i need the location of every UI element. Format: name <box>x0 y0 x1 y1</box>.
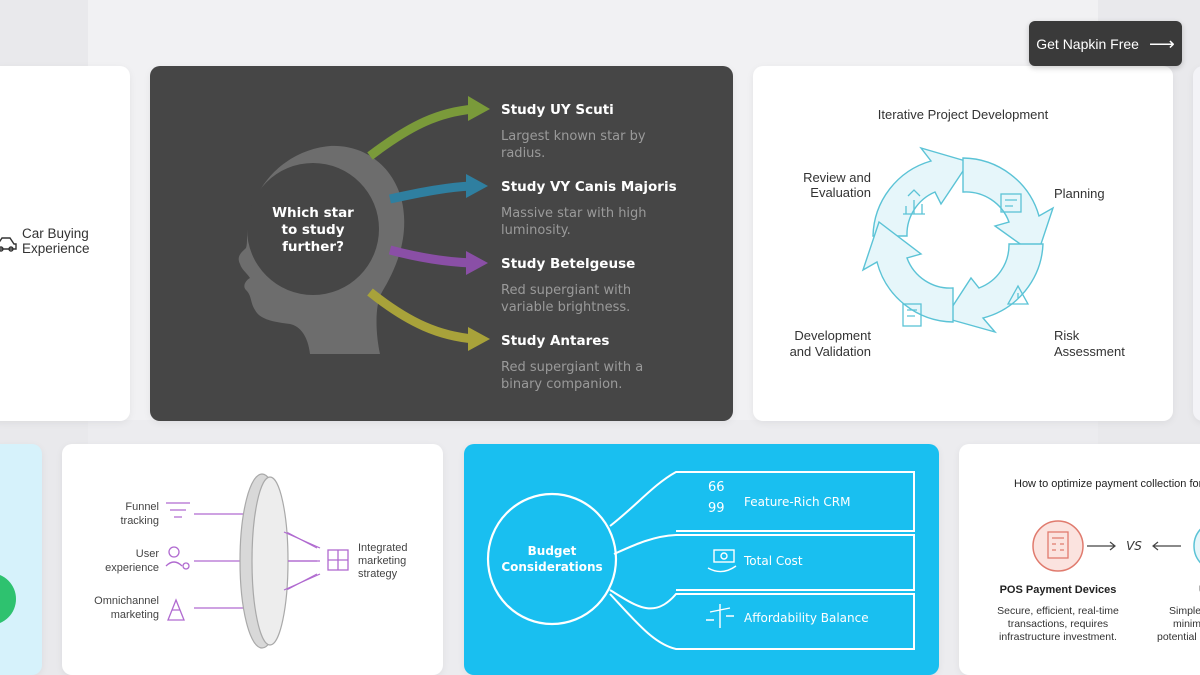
green-indicator <box>0 575 16 623</box>
star-study-canvas: Which star to study further? Study UY Sc… <box>238 96 677 392</box>
upi-desc-3: potential <box>1157 631 1197 643</box>
arrow-head-antares <box>468 327 490 351</box>
cycle-title: Iterative Project Development <box>878 107 1049 122</box>
input-omni-label-2: marketing <box>111 609 159 621</box>
payment-title: How to optimize payment collection for <box>1014 478 1200 490</box>
pos-desc-2: transactions, requires <box>1008 618 1108 630</box>
arrow-vy-canis <box>389 181 473 204</box>
option-4-title: Study Antares <box>501 333 609 349</box>
option-2-title: Study VY Canis Majoris <box>501 179 677 195</box>
connector-lines-front <box>283 531 321 591</box>
stage-review-label-1: Review and <box>803 170 871 185</box>
car-buying-label-1: Car Buying <box>22 226 89 241</box>
upi-desc-1: Simple <box>1169 605 1200 617</box>
input-omni-label-1: Omnichannel <box>94 595 159 607</box>
arrow-head-betelgeuse <box>466 251 488 275</box>
stage-review-label-2: Evaluation <box>810 185 871 200</box>
compare-arrows <box>1087 541 1181 551</box>
input-funnel-label-2: tracking <box>120 515 159 527</box>
pos-desc-3: infrastructure investment. <box>999 631 1117 643</box>
quote-icon-close: 99 <box>708 501 725 516</box>
question-line-3: further? <box>282 239 344 255</box>
team-growth-icon <box>903 189 925 215</box>
pos-terminal-icon <box>1032 520 1084 572</box>
partial-cyan-card[interactable] <box>0 444 42 675</box>
option-4-desc-2: binary companion. <box>501 377 622 392</box>
stage-dev-label-2: and Validation <box>790 344 871 359</box>
risk-warning-icon <box>1006 284 1030 305</box>
stage-planning-label: Planning <box>1054 186 1105 201</box>
budget-item-crm: Feature-Rich CRM <box>744 495 850 509</box>
output-label-1: Integrated <box>358 542 408 554</box>
question-line-1: Which star <box>272 205 354 221</box>
input-ux-label-1: User <box>136 548 160 560</box>
payment-card[interactable]: How to optimize payment collection for V… <box>959 444 1200 675</box>
arrow-right-icon: ⟶ <box>1148 33 1175 54</box>
document-pen-icon <box>902 303 922 327</box>
user-settings-icon <box>165 546 190 570</box>
output-label-2: marketing <box>358 555 406 567</box>
arrow-head-uy-scuti <box>468 96 490 121</box>
car-buying-card[interactable]: Car Buying Experience <box>0 66 130 421</box>
question-bubble <box>247 163 379 295</box>
get-napkin-free-button[interactable]: Get Napkin Free ⟶ <box>1029 21 1182 66</box>
pos-desc-1: Secure, efficient, real-time <box>997 605 1119 617</box>
pos-title: POS Payment Devices <box>1000 584 1117 596</box>
budget-center-line-1: Budget <box>528 544 577 558</box>
budget-canvas: Budget Considerations 66 99 Feature-Rich… <box>486 471 915 650</box>
budget-center-circle <box>486 492 618 626</box>
upi-desc-2: minimal <box>1173 618 1200 630</box>
funnel-canvas: Funnel tracking User experience Omnichan… <box>94 473 408 649</box>
arrow-antares <box>367 288 475 344</box>
stage-dev-label-1: Development <box>794 328 871 343</box>
stage-risk-label-2: Assessment <box>1054 344 1125 359</box>
output-label-3: strategy <box>358 568 398 580</box>
quote-icon: 66 <box>708 480 725 495</box>
option-4-desc-1: Red supergiant with a <box>501 360 643 375</box>
option-2-desc-1: Massive star with high <box>501 206 647 221</box>
megaphone-icon <box>167 598 185 621</box>
input-ux-label-2: experience <box>105 562 159 574</box>
cycle-canvas: Iterative Project Development Review and… <box>790 107 1126 359</box>
iterative-cycle-card[interactable]: Iterative Project Development Review and… <box>753 66 1173 421</box>
budget-item-affordability: Affordability Balance <box>744 611 869 625</box>
puzzle-icon <box>327 549 349 571</box>
option-1-desc-2: radius. <box>501 146 545 161</box>
option-3-title: Study Betelgeuse <box>501 256 635 272</box>
cta-label: Get Napkin Free <box>1036 35 1139 52</box>
budget-item-total-cost: Total Cost <box>743 554 803 568</box>
lens-shape <box>239 473 289 649</box>
pos-terminal-glyph <box>1047 531 1069 559</box>
option-2-desc-2: luminosity. <box>501 223 571 238</box>
input-funnel-label-1: Funnel <box>125 501 159 513</box>
cycle-ring <box>861 146 1055 334</box>
option-3-desc-1: Red supergiant with <box>501 283 631 298</box>
planning-board-icon <box>1000 193 1022 213</box>
arrow-head-vy-canis <box>466 174 488 198</box>
option-3-desc-2: variable brightness. <box>501 300 630 315</box>
payment-canvas: How to optimize payment collection for V… <box>997 478 1200 643</box>
balance-scale-icon <box>706 604 734 628</box>
option-1-desc-1: Largest known star by <box>501 129 646 144</box>
car-icon <box>0 237 17 252</box>
stage-risk-label-1: Risk <box>1054 328 1080 343</box>
star-study-card[interactable]: Which star to study further? Study UY Sc… <box>150 66 733 421</box>
option-1-title: Study UY Scuti <box>501 102 614 118</box>
money-hand-icon <box>707 549 737 573</box>
vs-badge: VS <box>1126 539 1142 553</box>
budget-card[interactable]: Budget Considerations 66 99 Feature-Rich… <box>464 444 939 675</box>
budget-branches <box>609 471 915 650</box>
funnel-icon <box>166 502 190 518</box>
budget-center-line-2: Considerations <box>501 560 602 574</box>
car-buying-canvas: Car Buying Experience <box>0 226 90 256</box>
side-card-right-top <box>1193 66 1200 421</box>
question-line-2: to study <box>282 222 345 238</box>
car-buying-label-2: Experience <box>22 241 90 256</box>
arrow-betelgeuse <box>388 245 473 268</box>
arrow-uy-scuti <box>367 104 475 160</box>
partial-cyan-canvas <box>0 575 16 623</box>
funnel-card[interactable]: Funnel tracking User experience Omnichan… <box>62 444 443 675</box>
upi-circle-icon <box>1193 528 1200 564</box>
